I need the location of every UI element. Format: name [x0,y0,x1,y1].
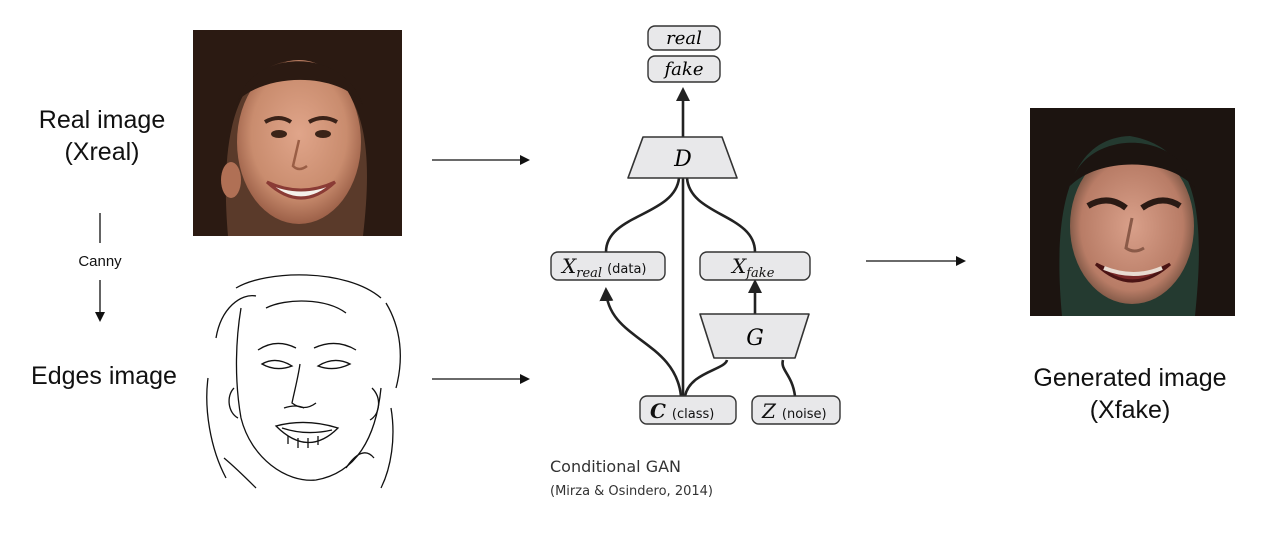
c-to-xreal-curve [599,287,683,397]
svg-text:Xreal(data): Xreal (data) [560,254,647,281]
class-box: C (class) [639,395,737,425]
xfake-to-d-curve [685,177,757,253]
caption-citation: (Mirza & Osindero, 2014) [550,484,713,499]
noise-box: Z (noise) [751,395,841,425]
generator-block: G [699,313,810,359]
generator-label: G [746,326,764,351]
c-to-g-curve [683,359,729,397]
canny-label: Canny [78,253,122,270]
svg-text:Z(noise): Z (noise) [761,399,827,423]
noise-note: (noise) [782,407,827,422]
noise-symbol: Z [761,399,777,423]
svg-text:Xfake: Xfake [730,254,775,281]
x-real-symbol: X [560,254,577,278]
output-real-text: real [666,28,702,49]
edges-image [196,268,408,492]
x-real-box: Xreal (data) [550,251,666,281]
x-real-note: (data) [607,262,646,277]
real-image-sub: (Xreal) [64,138,140,166]
real-face-image [193,30,402,236]
x-real-subscript: real [576,266,602,281]
xreal-to-d-curve [604,177,681,253]
output-fake-box: fake [647,55,721,83]
z-to-g-curve [781,359,797,397]
caption-title: Conditional GAN [550,457,681,476]
x-fake-symbol: X [730,254,747,278]
svg-text:C(class): C (class) [650,399,714,423]
class-note: (class) [672,407,714,422]
x-fake-subscript: fake [745,266,774,281]
discriminator-block: D [627,136,738,179]
edges-image-label: Edges image [31,362,177,390]
generated-image-label: Generated image [1033,364,1227,392]
generated-face-image [1030,108,1235,316]
output-real-box: real [647,25,721,51]
discriminator-label: D [673,147,692,172]
class-symbol: C [650,399,666,423]
x-fake-box: Xfake [699,251,811,281]
real-image-label: Real image [38,106,166,134]
generated-image-sub: (Xfake) [1089,396,1171,424]
output-fake-text: fake [663,59,704,80]
